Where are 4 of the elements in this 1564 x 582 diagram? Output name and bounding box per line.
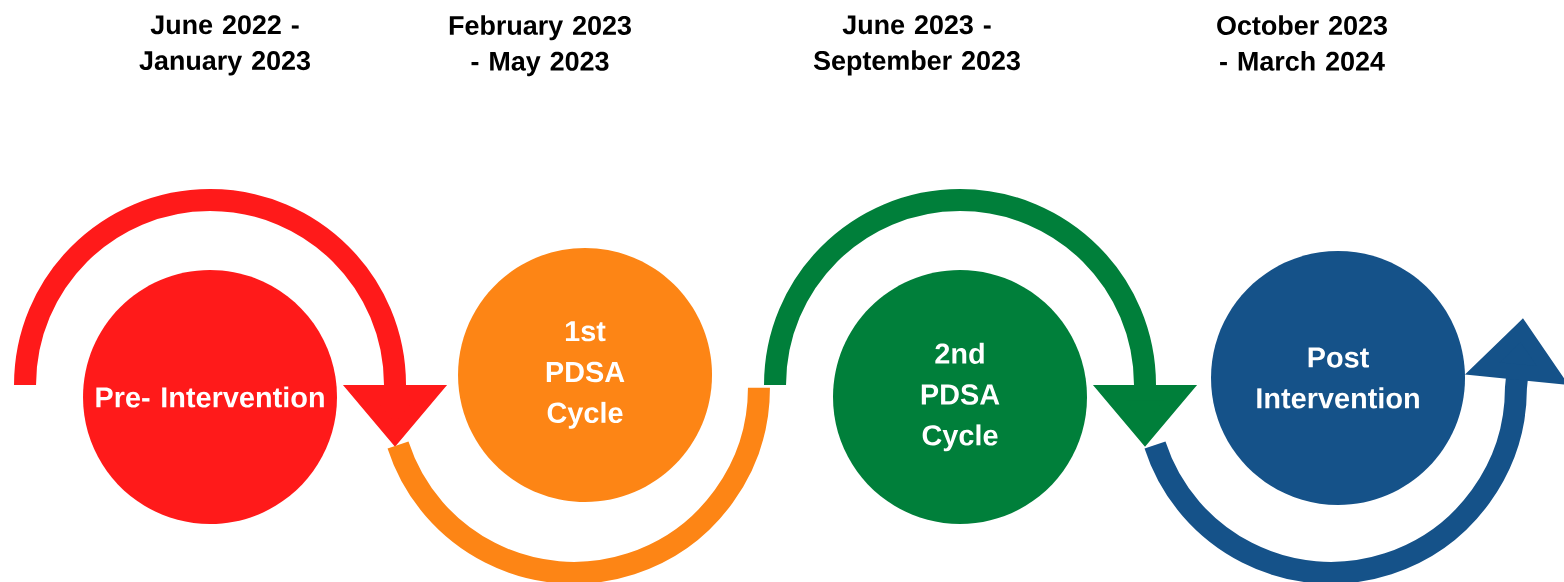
date-range: February 2023 - May 2023 <box>449 15 631 77</box>
date-range: June 2022 - January 2023 <box>139 15 310 76</box>
date-range: June 2023 - September 2023 <box>813 15 1020 76</box>
date-range: October 2023 - March 2024 <box>1217 15 1387 71</box>
